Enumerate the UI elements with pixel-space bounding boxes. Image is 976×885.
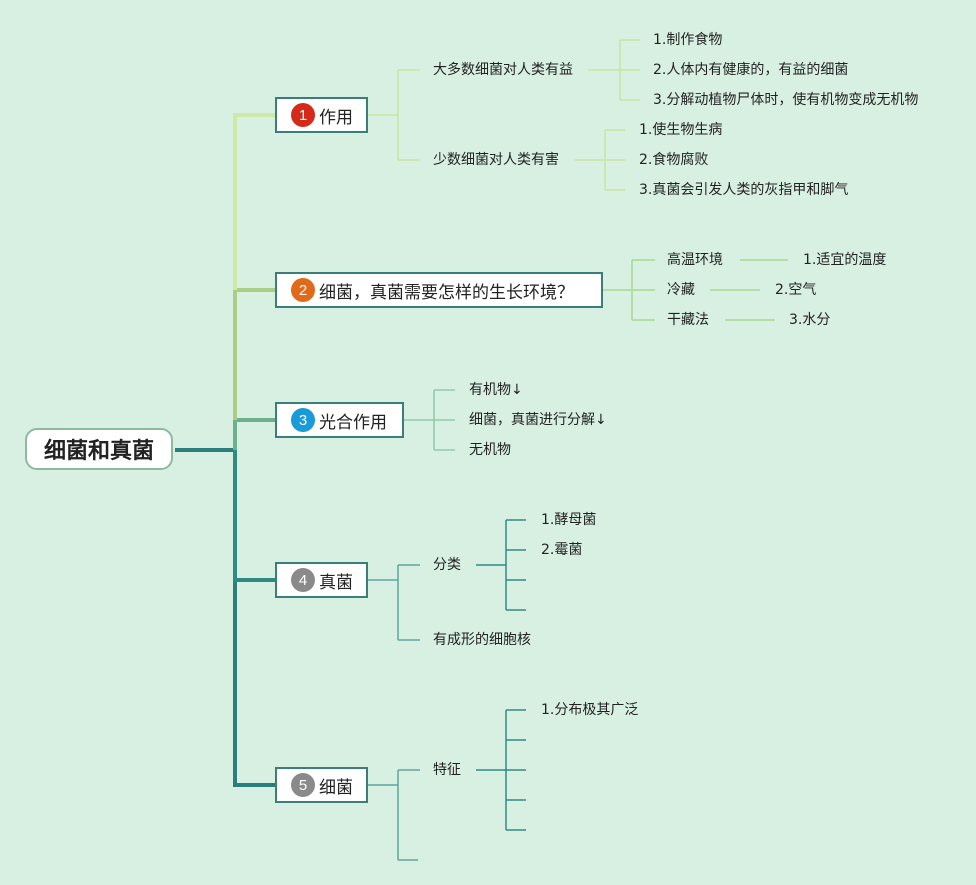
root-node[interactable]: 细菌和真菌 xyxy=(25,428,173,470)
subtopic-5-1[interactable]: 特征 xyxy=(433,762,461,778)
leaf-5-1-1[interactable]: 1.分布极其广泛 xyxy=(541,702,639,718)
subtopic-3-1[interactable]: 有机物↓ xyxy=(469,382,523,398)
subtopic-1-2[interactable]: 少数细菌对人类有害 xyxy=(433,152,559,168)
leaf-1-2-1[interactable]: 1.使生物生病 xyxy=(639,122,723,138)
number-badge-3: 3 xyxy=(291,408,315,432)
leaf-4-1-2[interactable]: 2.霉菌 xyxy=(541,542,583,558)
subtopic-3-2[interactable]: 细菌，真菌进行分解↓ xyxy=(469,412,607,428)
subtopic-1-1[interactable]: 大多数细菌对人类有益 xyxy=(433,62,573,78)
subtopic-2-1[interactable]: 高温环境 xyxy=(667,252,723,268)
root-label: 细菌和真菌 xyxy=(43,439,154,464)
topic-node-1[interactable]: 1 作用 xyxy=(275,97,368,133)
topic-node-5[interactable]: 5 细菌 xyxy=(275,767,368,803)
number-badge-1: 1 xyxy=(291,103,315,127)
subtopic-4-2[interactable]: 有成形的细胞核 xyxy=(433,632,531,648)
leaf-4-1-1[interactable]: 1.酵母菌 xyxy=(541,512,597,528)
leaf-2-2-1[interactable]: 2.空气 xyxy=(775,282,817,298)
branch-3-line xyxy=(233,418,275,450)
leaf-1-1-3[interactable]: 3.分解动植物尸体时，使有机物变成无机物 xyxy=(653,92,919,108)
topic-node-4[interactable]: 4 真菌 xyxy=(275,562,368,598)
topic-label-1: 作用 xyxy=(319,107,353,128)
branch-2-line xyxy=(233,288,275,420)
branch-1-line xyxy=(233,113,275,290)
number-badge-4: 4 xyxy=(291,568,315,592)
subtopic-2-3[interactable]: 干藏法 xyxy=(667,312,709,328)
leaf-2-1-1[interactable]: 1.适宜的温度 xyxy=(803,252,887,268)
branch-5-line xyxy=(233,450,275,787)
subtopic-4-1[interactable]: 分类 xyxy=(433,557,461,573)
leaf-1-1-1[interactable]: 1.制作食物 xyxy=(653,32,723,48)
subtopic-3-3[interactable]: 无机物 xyxy=(469,442,511,458)
leaf-1-1-2[interactable]: 2.人体内有健康的，有益的细菌 xyxy=(653,62,849,78)
leaf-1-2-2[interactable]: 2.食物腐败 xyxy=(639,152,709,168)
topic-node-3[interactable]: 3 光合作用 xyxy=(275,402,404,438)
topic-label-3: 光合作用 xyxy=(319,412,387,433)
topic-label-2: 细菌，真菌需要怎样的生长环境？ xyxy=(319,282,574,303)
leaf-1-2-3[interactable]: 3.真菌会引发人类的灰指甲和脚气 xyxy=(639,182,849,198)
leaf-2-3-1[interactable]: 3.水分 xyxy=(789,312,831,328)
number-badge-5: 5 xyxy=(291,773,315,797)
topic-label-4: 真菌 xyxy=(319,572,353,593)
subtopic-2-2[interactable]: 冷藏 xyxy=(667,282,695,298)
branch-4-line xyxy=(233,450,275,582)
topic-label-5: 细菌 xyxy=(319,777,353,798)
number-badge-2: 2 xyxy=(291,278,315,302)
topic-node-2[interactable]: 2 细菌，真菌需要怎样的生长环境？ xyxy=(275,272,603,308)
